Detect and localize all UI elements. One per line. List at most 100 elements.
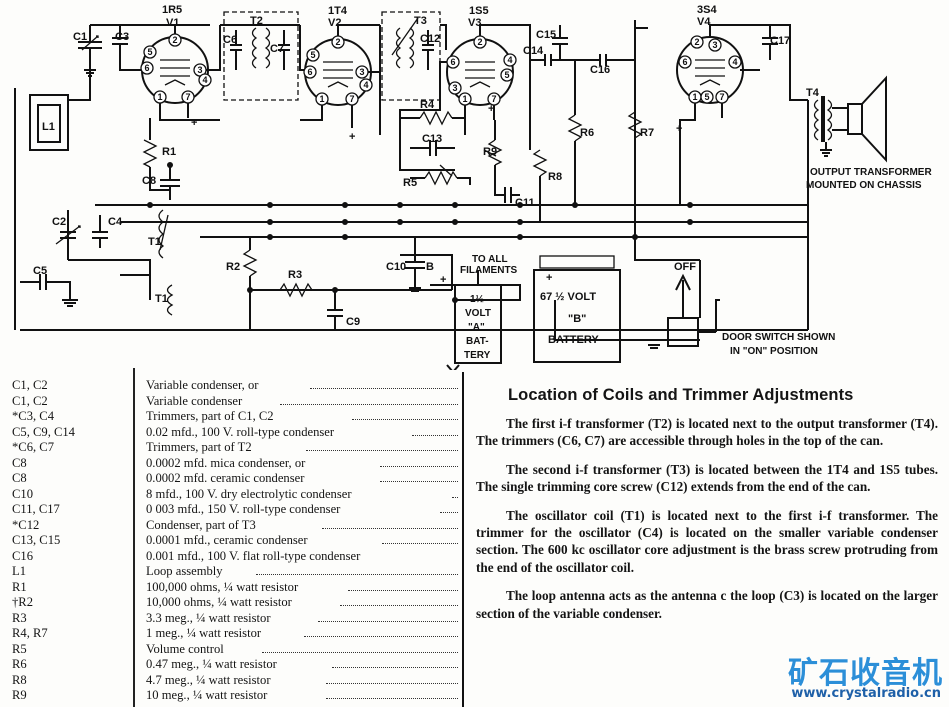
label-c6: C6 — [223, 34, 237, 46]
leader-dots — [280, 403, 458, 405]
leader-dots — [380, 481, 458, 482]
v3-pin-1: 1 — [462, 94, 467, 104]
part-ref: R8 — [12, 672, 27, 687]
part-ref: *C3, C4 — [12, 409, 54, 423]
part-ref: C13, C15 — [12, 533, 61, 547]
part-desc: Trimmers, part of T2 — [146, 440, 252, 454]
v4-type: 3S4 — [697, 4, 717, 16]
v3-designator: V3 — [468, 17, 481, 29]
leader-dots — [380, 465, 458, 467]
v3-plus: + — [488, 103, 494, 115]
door-switch: OFF DOOR SWITCH SHOWN IN "ON" POSITION — [640, 260, 835, 357]
leader-dots — [326, 682, 458, 684]
part-desc: 3.3 meg., ¼ watt resistor — [146, 610, 271, 625]
tube-v2: 1 2 3 4 5 6 7 1T4 V2 + — [300, 5, 380, 143]
leader-dots — [262, 651, 458, 653]
detector-network: R4 C13 R5 R9 C11 — [400, 99, 535, 209]
part-desc: 0.001 mfd., 100 V. flat roll-type conden… — [146, 548, 361, 563]
door-switch-line-2: IN "ON" POSITION — [730, 346, 818, 357]
coupling-section: C14 C15 C16 R6 R7 R8 — [523, 25, 654, 222]
leader-dots — [304, 636, 458, 637]
label-c14: C14 — [523, 45, 544, 57]
part-ref: C1, C2 — [12, 378, 48, 392]
output-transformer: T4 OUTPUT TRANSFORMER MOUNTED ON CHASSIS — [789, 60, 932, 191]
v1-pin-1: 1 — [157, 92, 162, 102]
a-battery-line-3: "A" — [468, 322, 485, 333]
leader-dots — [306, 450, 458, 451]
v4-pin-5: 5 — [704, 92, 709, 102]
v2-pin-1: 1 — [319, 94, 324, 104]
ground-symbols — [446, 364, 460, 370]
part-ref: C1, C2 — [12, 393, 48, 408]
v1-designator: V1 — [166, 17, 179, 29]
column-divider — [462, 372, 464, 707]
label-r6: R6 — [580, 127, 594, 139]
v4-pin-7: 7 — [719, 92, 724, 102]
label-filaments-2: FILAMENTS — [460, 265, 518, 276]
part-desc: 0.0002 mfd. ceramic condenser — [146, 471, 305, 485]
label-r3: R3 — [288, 269, 302, 281]
label-c1: C1 — [73, 31, 87, 43]
part-desc: Variable condenser — [146, 393, 243, 408]
a-battery-line-2: VOLT — [465, 308, 491, 319]
label-plus-a: + — [440, 274, 446, 286]
v2-pin-5: 5 — [310, 50, 315, 60]
label-c12: C12 — [420, 33, 440, 45]
schematic-diagram: C1 C3 L1 C2 C4 C5 R1 C8 T1 T1 R2 R3 C — [14, 4, 932, 370]
v4-pin-4: 4 — [732, 57, 737, 67]
leader-dots — [332, 667, 458, 668]
output-transformer-line-1: OUTPUT TRANSFORMER — [810, 167, 932, 178]
bus-wires — [14, 20, 809, 341]
label-c7: C7 — [270, 43, 284, 55]
door-switch-line-1: DOOR SWITCH SHOWN — [722, 332, 835, 343]
parts-row: C1, C2 Variable condenser — [0, 394, 470, 409]
b-plus: + — [546, 272, 552, 284]
label-c10: C10 — [386, 261, 406, 273]
leader-dots — [310, 388, 458, 389]
part-ref: C10 — [12, 486, 33, 501]
v1-pin-5: 5 — [147, 47, 152, 57]
part-ref: C11, C17 — [12, 502, 60, 516]
a-battery-line-1: 1½ — [470, 294, 484, 305]
label-c17: C17 — [770, 35, 790, 47]
v3-pin-4: 4 — [507, 55, 512, 65]
label-c2: C2 — [52, 216, 66, 228]
a-battery: TO ALL FILAMENTS + 1½ VOLT "A" BAT- TERY — [430, 254, 521, 364]
v2-pin-7: 7 — [349, 94, 354, 104]
notes-paragraph: The oscillator coil (T1) is located next… — [476, 507, 938, 575]
part-ref: R1 — [12, 579, 27, 594]
label-t1-lower: T1 — [155, 293, 168, 305]
label-c3: C3 — [115, 31, 129, 43]
v2-plus: + — [349, 131, 355, 143]
label-r1: R1 — [162, 146, 176, 158]
label-t2: T2 — [250, 15, 263, 27]
parts-row: R1 100,000 ohms, ¼ watt resistor — [0, 580, 470, 595]
label-c15: C15 — [536, 29, 556, 41]
label-t4: T4 — [806, 87, 820, 99]
label-c13: C13 — [422, 133, 442, 145]
part-desc: 100,000 ohms, ¼ watt resistor — [146, 579, 299, 594]
v3-pin-6: 6 — [450, 57, 455, 67]
part-desc: 10,000 ohms, ¼ watt resistor — [146, 595, 292, 609]
v2-pin-4: 4 — [363, 80, 368, 90]
label-t3: T3 — [414, 15, 427, 27]
v4-pin-6: 6 — [682, 57, 687, 67]
v3-type: 1S5 — [469, 5, 489, 17]
a-battery-line-4: BAT- — [466, 336, 489, 347]
v4-plus: + — [676, 123, 682, 135]
label-r8: R8 — [548, 171, 562, 183]
notes-section: Location of Coils and Trimmer Adjustment… — [476, 386, 938, 633]
v3-pin-3: 3 — [452, 83, 457, 93]
v1-pins: 1 2 3 4 5 6 7 — [140, 33, 212, 104]
